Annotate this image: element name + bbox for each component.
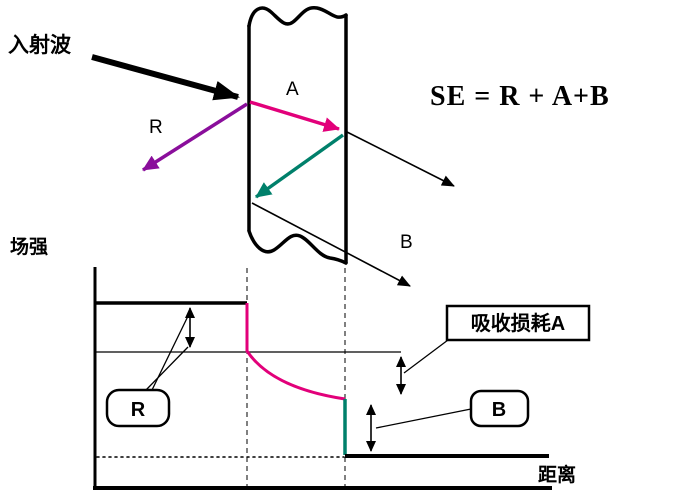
absorption-callout-box — [445, 304, 591, 342]
r-callout-box — [105, 388, 171, 428]
incident-wave-label: 入射波 — [8, 33, 72, 57]
absorption-callout-label: 吸收损耗A — [471, 311, 565, 335]
internal-reflection-arrow — [254, 133, 345, 199]
b-callout-box — [469, 389, 530, 428]
b-callout-label: B — [492, 399, 506, 421]
b-callout-leader — [375, 408, 472, 429]
incident-wave-arrow — [91, 54, 240, 101]
y-axis-label: 场强 — [10, 236, 48, 258]
exit-wave-arrow-2 — [251, 202, 411, 287]
shield-wall-bottom-break — [247, 229, 348, 265]
reflection-arrow — [142, 102, 248, 172]
r-callout-label: R — [131, 399, 146, 421]
exit-wave-arrow-1 — [346, 131, 455, 187]
r-callout-leader-2 — [145, 346, 189, 391]
shield-wall-top-break — [247, 6, 348, 28]
formula-text: SE = R + A+B — [430, 81, 610, 112]
transmission-label: B — [400, 232, 413, 253]
absorption-callout-leader — [403, 339, 449, 374]
x-axis-label: 距离 — [538, 463, 576, 486]
absorption-label: A — [286, 79, 299, 100]
reflection-label: R — [149, 117, 163, 138]
absorption-arrow — [249, 100, 340, 132]
field-trace-absorption-decay — [245, 303, 346, 401]
